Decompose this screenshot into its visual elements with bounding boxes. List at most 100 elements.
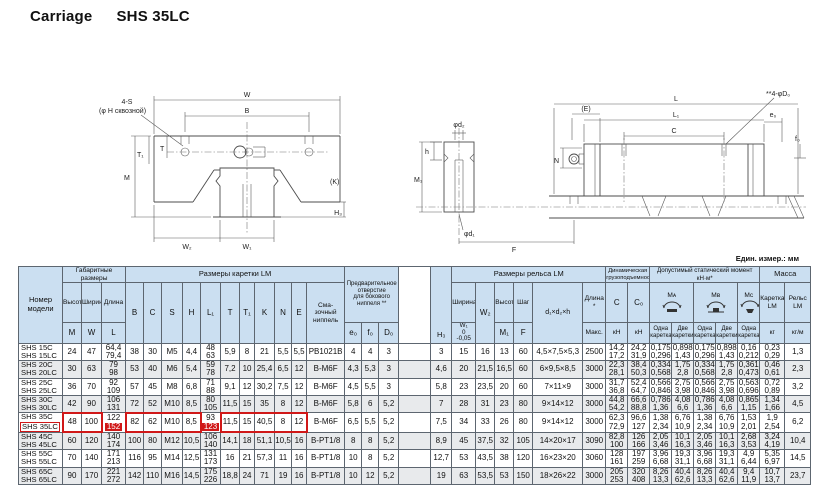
table-cell: 21,5	[475, 360, 496, 379]
table-cell: B-M6F	[306, 394, 346, 414]
table-cell: 15	[239, 394, 256, 414]
header-col-c: C	[605, 282, 629, 323]
table-cell: 23	[494, 394, 515, 414]
units-note: Един. измер.: мм	[735, 254, 799, 263]
table-cell: 10	[344, 449, 363, 468]
table-cell: 5,2	[378, 394, 400, 414]
dim-e-label: (E)	[581, 106, 590, 113]
table-cell: 110	[143, 466, 163, 485]
table-cell: 105	[513, 431, 534, 451]
table-cell: M12	[161, 431, 184, 451]
table-cell: 6,8	[182, 377, 202, 396]
header-rail-length: Длина *	[582, 282, 607, 323]
table-cell	[398, 377, 432, 396]
header-height: Высота	[62, 282, 82, 323]
header-length: Длина	[100, 282, 127, 323]
table-cell: 63	[451, 466, 477, 485]
header-col-C: C	[143, 282, 163, 344]
moment-mc-icon	[740, 300, 759, 314]
header-col-W1: W₁ 0 -0,05	[451, 321, 477, 344]
dim-m-label: M	[124, 175, 130, 182]
table-cell: 60	[513, 377, 534, 396]
dim-h-label: h	[425, 149, 429, 156]
holes-callout-line2: (φ H сквозной)	[99, 107, 146, 115]
header-unit-kn-1: кН	[605, 321, 629, 344]
header-mb-one: Одна каретка	[693, 321, 717, 344]
table-cell: 12	[361, 466, 380, 485]
table-cell: M8	[161, 377, 184, 396]
header-unit-kgm: кг/м	[784, 321, 812, 344]
dim-d2-label: φd₂	[453, 122, 464, 129]
table-cell: 5,4	[182, 360, 202, 379]
header-dynamic-group: Динамическая грузоподъемность	[605, 265, 651, 284]
header-h3: H₃	[430, 266, 453, 344]
table-cell: 16,5	[494, 360, 515, 379]
table-cell: 28	[451, 394, 477, 414]
table-cell: 8,5	[182, 411, 202, 434]
table-cell: 82	[124, 411, 145, 434]
table-cell: 6×9,5×8,5	[532, 360, 584, 379]
header-rail-width: Ширина	[451, 282, 477, 323]
header-mb-two: Две каретки	[715, 321, 739, 344]
header-unit-kn-2: кН	[627, 321, 651, 344]
table-cell: 80	[143, 431, 163, 451]
table-cell: 120	[81, 431, 102, 451]
table-cell: 20	[494, 377, 515, 396]
table-cell: 80	[513, 394, 534, 414]
header-col-M1: M₁	[494, 321, 515, 344]
table-cell	[398, 466, 432, 485]
dim-t1-label: T₁	[137, 152, 144, 159]
table-cell: 116	[125, 449, 145, 468]
table-cell: 53	[125, 360, 145, 379]
table-cell: 57,3	[254, 449, 276, 468]
table-cell: 6,5	[344, 412, 363, 433]
table-cell: 53	[451, 449, 477, 468]
table-cell	[398, 412, 432, 433]
header-mass-rail: Рельс LM	[784, 282, 812, 323]
header-col-T1: T₁	[239, 282, 256, 344]
table-cell: 18,8	[220, 466, 241, 485]
dim-d1-label: φd₁	[464, 231, 475, 238]
table-cell: 12	[291, 377, 308, 396]
dim-f-label: F	[512, 247, 516, 254]
dim-b-label: B	[245, 108, 250, 115]
table-cell: 30,2	[254, 377, 276, 396]
table-cell: 23,5	[475, 377, 496, 396]
table-cell: 16	[291, 449, 308, 468]
table-cell: M14	[161, 449, 184, 468]
table-cell: 14,5	[784, 449, 812, 468]
header-col-B: B	[125, 282, 145, 344]
table-cell: 16	[291, 466, 308, 485]
table-cell: 4,5	[344, 377, 363, 396]
table-cell: PB1021B	[306, 342, 346, 362]
table-cell: 21	[239, 449, 256, 468]
table-cell: 3000	[582, 360, 607, 379]
table-cell: 24	[239, 466, 256, 485]
table-cell: 11	[274, 449, 293, 468]
header-col-dxdxh: d₁×d₂×h	[532, 282, 584, 344]
table-cell: M16	[161, 466, 184, 485]
